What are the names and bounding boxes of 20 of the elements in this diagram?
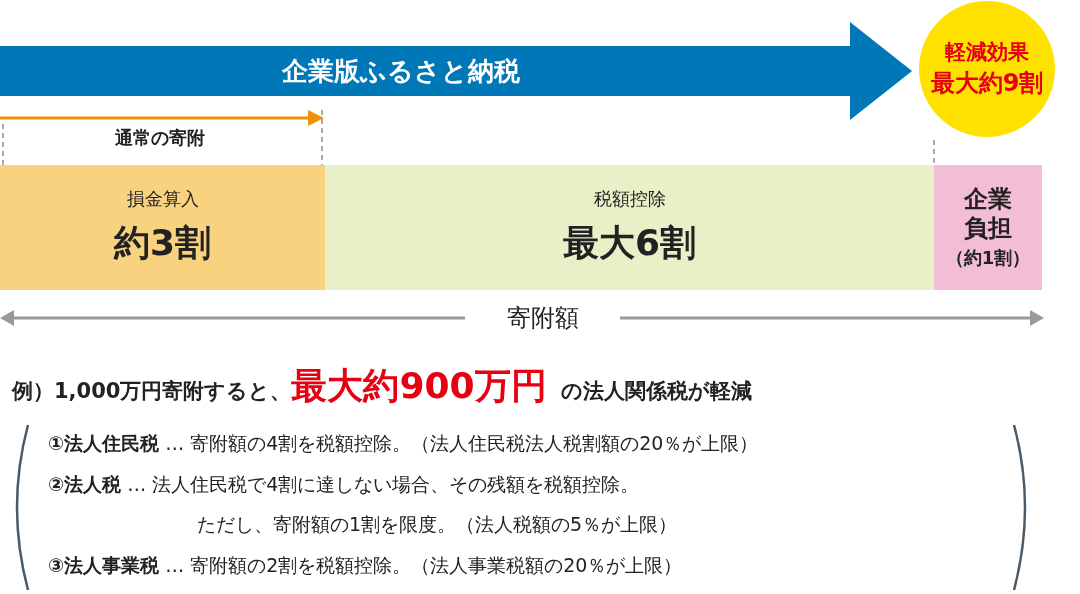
share-block: [934, 165, 1042, 290]
note-text: ①法人住民税 … 寄附額の4割を税額控除。（法人住民税法人税割額の20％が上限）: [48, 431, 759, 456]
arrow-label: 通常の寄附: [114, 126, 206, 150]
circle-value: 最大約9割: [930, 67, 1044, 99]
block-heading: 企業負担: [963, 184, 1013, 243]
block-value: 約3割: [113, 221, 212, 265]
note-text: ただし、寄附額の1割を限度。（法人税額の5％が上限）: [197, 512, 678, 537]
example-text: 例）1,000万円寄附すると、: [12, 379, 292, 405]
banner-label: 企業版ふるさと納税: [282, 54, 520, 88]
block-value: （約1割）: [945, 246, 1031, 271]
example-text: の法人関係税が軽減: [560, 378, 752, 405]
block-heading: 損金算入: [126, 187, 199, 211]
circle-heading: 軽減効果: [945, 38, 1029, 66]
share-block: [325, 165, 934, 290]
block-heading: 税額控除: [593, 187, 666, 211]
note-text: ②法人税 … 法人住民税で4割に達しない場合、その残額を税額控除。: [48, 472, 640, 497]
note-text: ③法人事業税 … 寄附額の2割を税額控除。（法人事業税額の20％が上限）: [48, 553, 683, 578]
share-block: [0, 165, 325, 290]
highlight-amount: 最大約900万円: [291, 364, 547, 408]
block-value: 最大6割: [562, 221, 697, 265]
